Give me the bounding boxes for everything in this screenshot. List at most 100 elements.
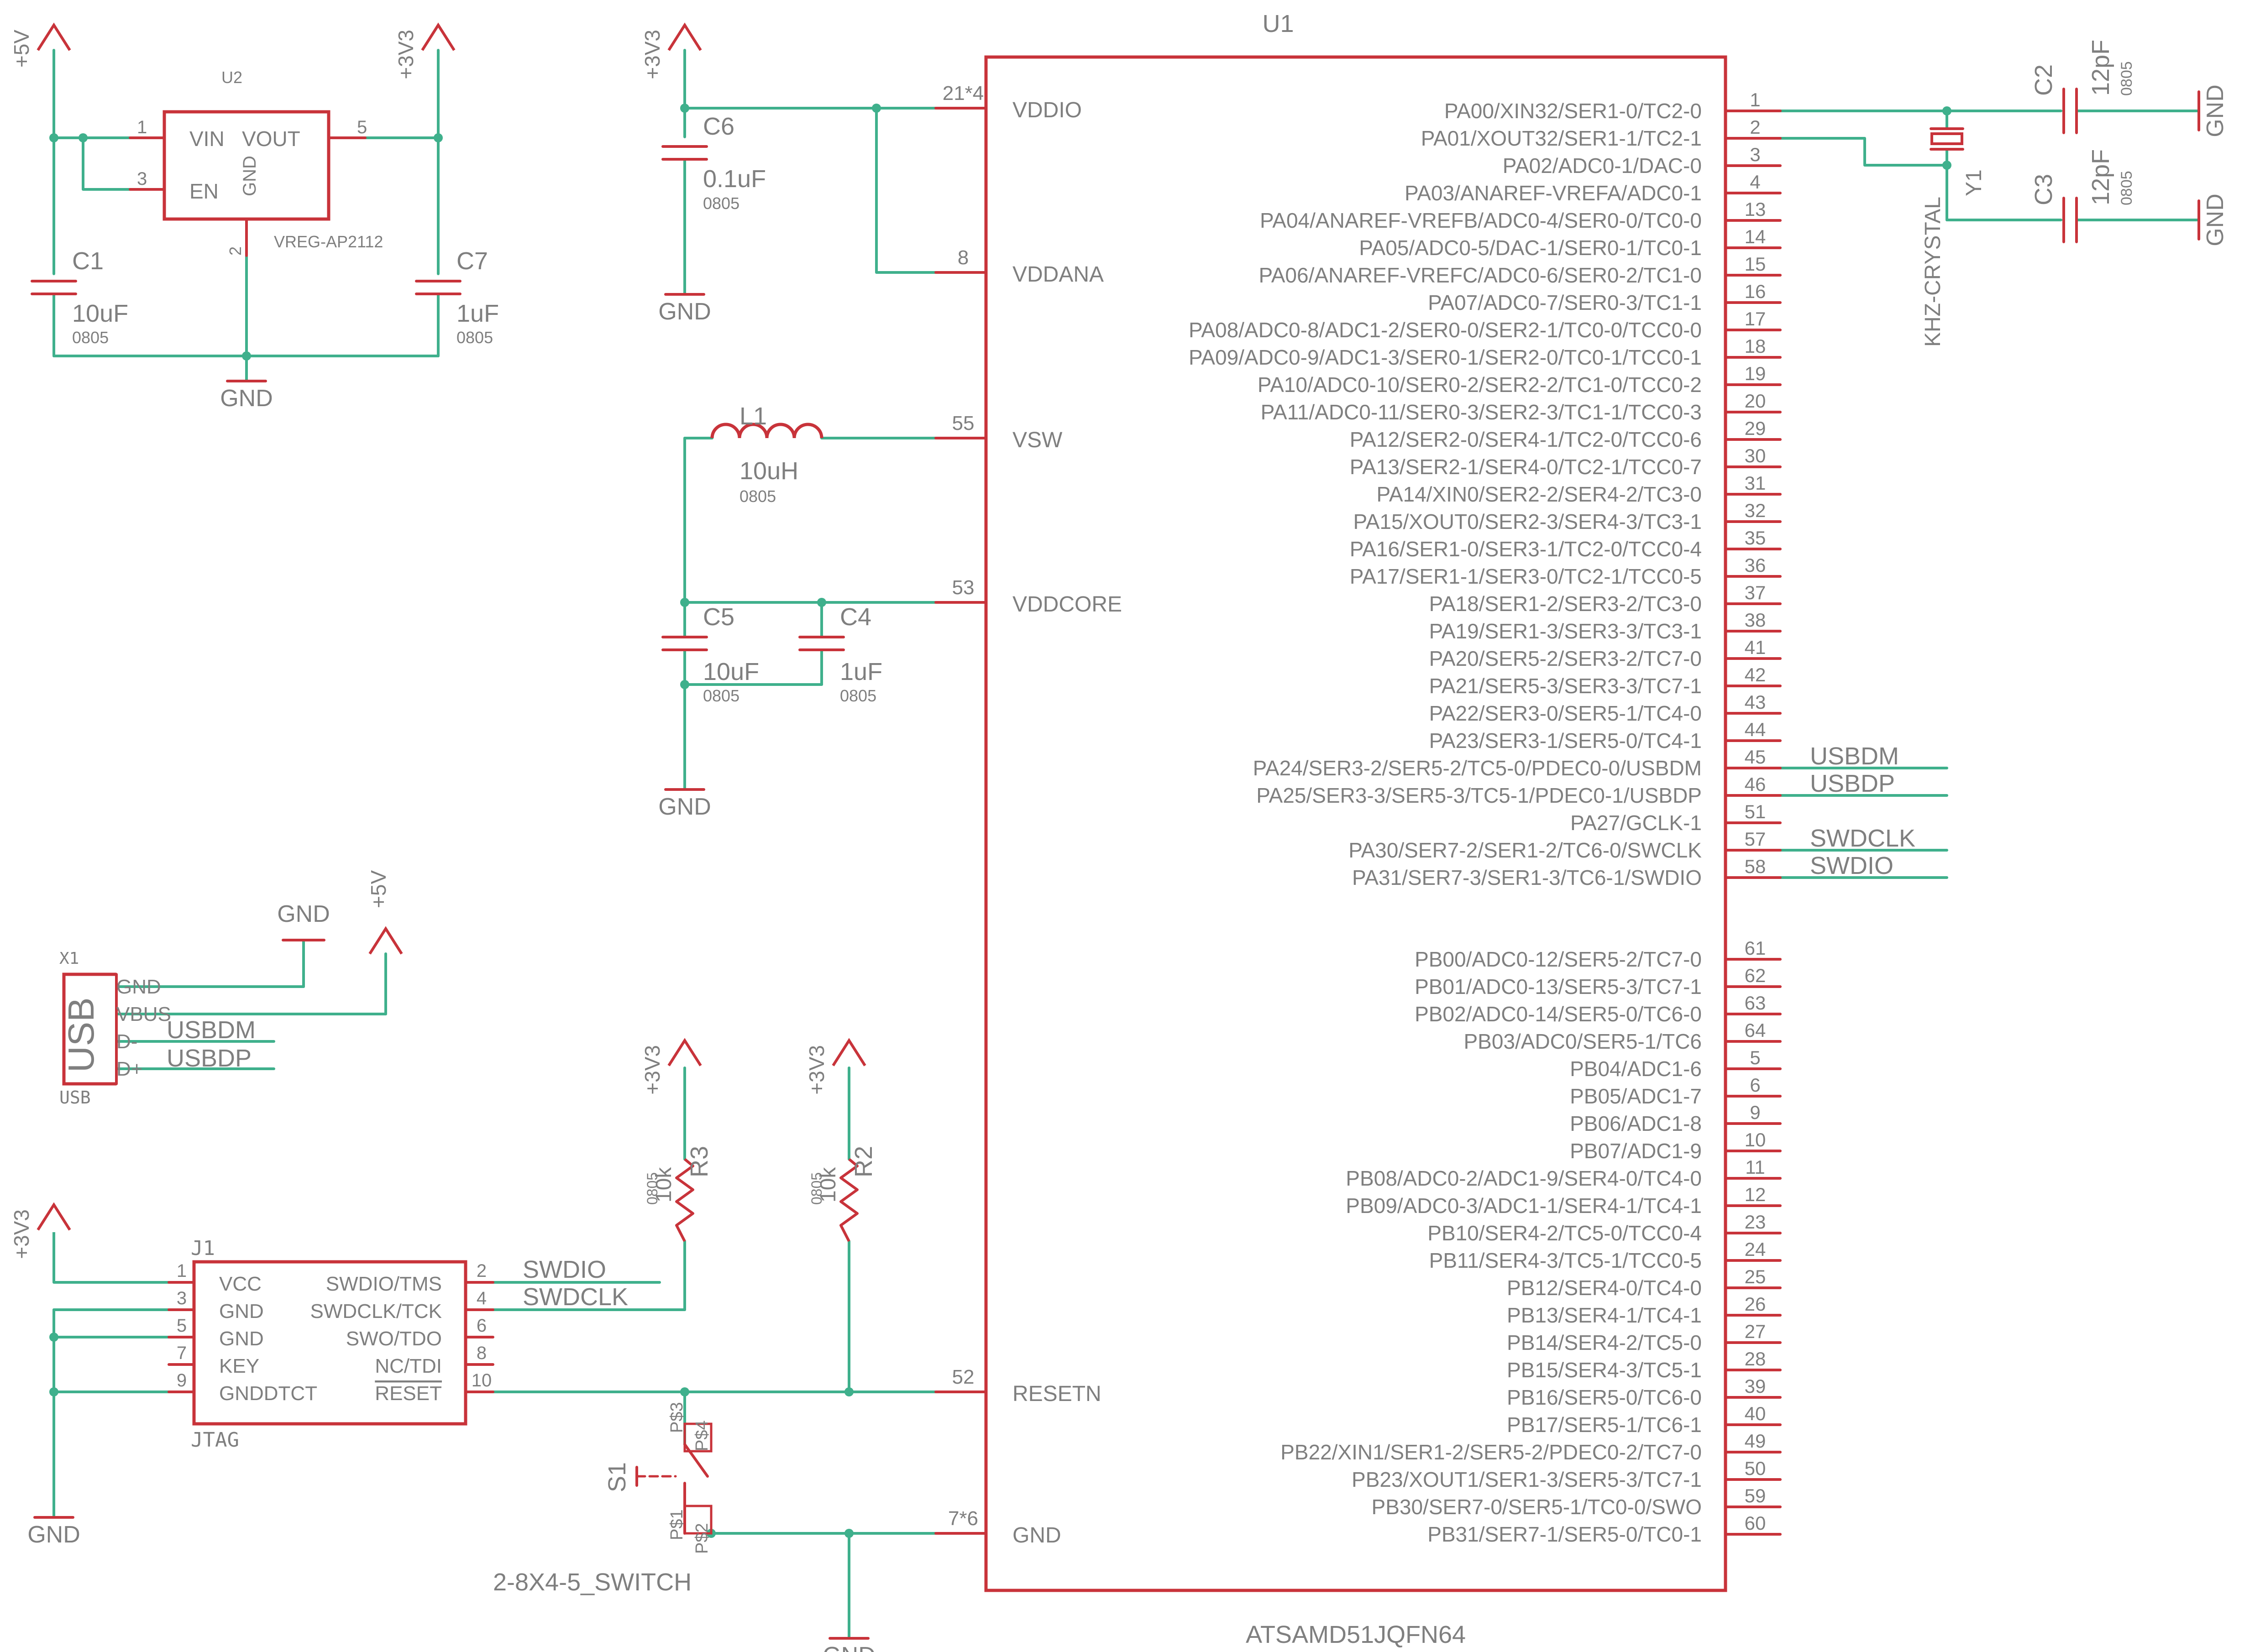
- pin-name: GND: [240, 156, 260, 196]
- part-name: U1: [1262, 10, 1294, 37]
- pin-name: GND: [219, 1300, 264, 1323]
- supply-arrow: [832, 1038, 866, 1066]
- supply-arrow: [37, 22, 71, 51]
- pin-number: 29: [1745, 418, 1766, 439]
- pin-number: 15: [1745, 253, 1766, 275]
- pin-name: PA13/SER2-1/SER4-0/TC2-1/TCC0-7: [1350, 455, 1702, 479]
- part-name: C6: [703, 113, 734, 140]
- wires: [49, 49, 2199, 1640]
- junction-dot: [79, 133, 88, 142]
- pin-name: P$1: [667, 1509, 687, 1540]
- pin-number: 44: [1745, 719, 1766, 740]
- pin-name: PB02/ADC0-14/SER5-0/TC6-0: [1415, 1002, 1702, 1026]
- pin-number: 51: [1745, 801, 1766, 822]
- pin-name: VCC: [219, 1273, 262, 1295]
- switch-contact: [683, 1422, 713, 1453]
- part-value: 0.1uF: [703, 165, 766, 193]
- pin-number: 5: [357, 117, 367, 137]
- j1-body: [192, 1260, 467, 1426]
- pin-number: 39: [1745, 1375, 1766, 1397]
- pin-name: PB07/ADC1-9: [1570, 1139, 1702, 1163]
- pin-number: 62: [1745, 965, 1766, 986]
- pin-name: PB15/SER4-3/TC5-1: [1507, 1358, 1702, 1382]
- junction-dot: [49, 133, 58, 142]
- pin-name: PB23/XOUT1/SER1-3/SER5-3/TC7-1: [1352, 1468, 1702, 1491]
- junction-dot: [680, 104, 689, 113]
- part-package: 0805: [703, 194, 739, 213]
- junction-dot: [1942, 161, 1951, 170]
- part-name: C2: [2030, 64, 2057, 96]
- pin-number: 6: [477, 1316, 487, 1336]
- part-value: VREG-AP2112: [274, 232, 383, 251]
- part-name: R3: [686, 1146, 713, 1177]
- net-label: USBDP: [167, 1045, 252, 1072]
- net-label: SWDIO: [523, 1256, 606, 1283]
- net-label: SWDCLK: [1810, 825, 1915, 852]
- pin-number: 17: [1745, 308, 1766, 329]
- pin-number: 10: [472, 1370, 492, 1391]
- pin-number: 1: [1750, 89, 1760, 110]
- pin-name: SWDIO/TMS: [326, 1273, 442, 1295]
- pin-number: 32: [1745, 500, 1766, 521]
- supply-label: +3V3: [640, 30, 664, 79]
- pin-number: 2: [1750, 116, 1760, 138]
- pin-name: PB09/ADC0-3/ADC1-1/SER4-1/TC4-1: [1346, 1194, 1702, 1218]
- pin-number: 16: [1745, 281, 1766, 302]
- pin-name: VDDCORE: [1012, 592, 1122, 617]
- pin-name: VSW: [1012, 428, 1063, 452]
- supply-arrow: [37, 1202, 71, 1231]
- pin-number: 9: [1750, 1102, 1760, 1123]
- pin-number: 30: [1745, 445, 1766, 466]
- pin-name: PA21/SER5-3/SER3-3/TC7-1: [1429, 674, 1702, 698]
- pin-number: 41: [1745, 637, 1766, 658]
- pin-name: SWDCLK/TCK: [310, 1300, 442, 1323]
- pin-number: 27: [1745, 1321, 1766, 1342]
- part-value: 10k: [816, 1167, 840, 1202]
- pin-number: 43: [1745, 691, 1766, 713]
- pin-name: GND: [219, 1328, 264, 1350]
- pin-number: 4: [477, 1288, 487, 1308]
- pin-name: PB08/ADC0-2/ADC1-9/SER4-0/TC4-0: [1346, 1166, 1702, 1190]
- pin-number: 19: [1745, 363, 1766, 384]
- pin-name: PA00/XIN32/SER1-0/TC2-0: [1444, 99, 1702, 123]
- part-package: 0805: [2118, 61, 2135, 96]
- pin-number: 60: [1745, 1512, 1766, 1534]
- pin-number: 3: [177, 1288, 187, 1308]
- pin-number: 8: [477, 1343, 487, 1363]
- pin-number: 9: [177, 1370, 187, 1391]
- pin-name: PB16/SER5-0/TC6-0: [1507, 1385, 1702, 1409]
- gnd-label: GND: [277, 901, 330, 927]
- pin-name: PA17/SER1-1/SER3-0/TC2-1/TCC0-5: [1350, 565, 1702, 588]
- part-value: ATSAMD51JQFN64: [1246, 1621, 1466, 1648]
- pin-number: 11: [1745, 1156, 1765, 1178]
- pin-number: 25: [1745, 1266, 1766, 1287]
- usb-symbol-label: USB: [61, 998, 101, 1073]
- part-value: 1uF: [840, 658, 882, 685]
- part-value: 12pF: [2087, 40, 2114, 96]
- pin-name: VBUS: [116, 1003, 171, 1025]
- part-package: 0805: [2118, 171, 2135, 205]
- pin-number: 18: [1745, 335, 1766, 357]
- pin-name: PA16/SER1-0/SER3-1/TC2-0/TCC0-4: [1350, 537, 1702, 561]
- pin-number: 24: [1745, 1239, 1766, 1260]
- pin-name: PA01/XOUT32/SER1-1/TC2-1: [1421, 126, 1702, 150]
- pin-number: 53: [952, 576, 975, 599]
- part-name: U2: [221, 68, 242, 87]
- gnd-label: GND: [2202, 84, 2229, 137]
- pin-number: 28: [1745, 1348, 1766, 1370]
- wire: [82, 138, 164, 191]
- junction-dot: [680, 680, 689, 689]
- pin-number: 40: [1745, 1403, 1766, 1424]
- inductor-coil: [710, 423, 823, 439]
- pin-name: PB22/XIN1/SER1-2/SER5-2/PDEC0-2/TC7-0: [1280, 1440, 1702, 1464]
- pin-number: 59: [1745, 1485, 1766, 1506]
- pin-number: 3: [137, 169, 147, 189]
- part-package: 0805: [644, 1172, 661, 1205]
- pin-name: SWO/TDO: [346, 1328, 442, 1350]
- gnd-label: GND: [823, 1642, 876, 1652]
- pin-number: 50: [1745, 1458, 1766, 1479]
- wire: [52, 1232, 169, 1284]
- part-package: 0805: [808, 1172, 825, 1205]
- pin-name: RESETN: [1012, 1382, 1101, 1406]
